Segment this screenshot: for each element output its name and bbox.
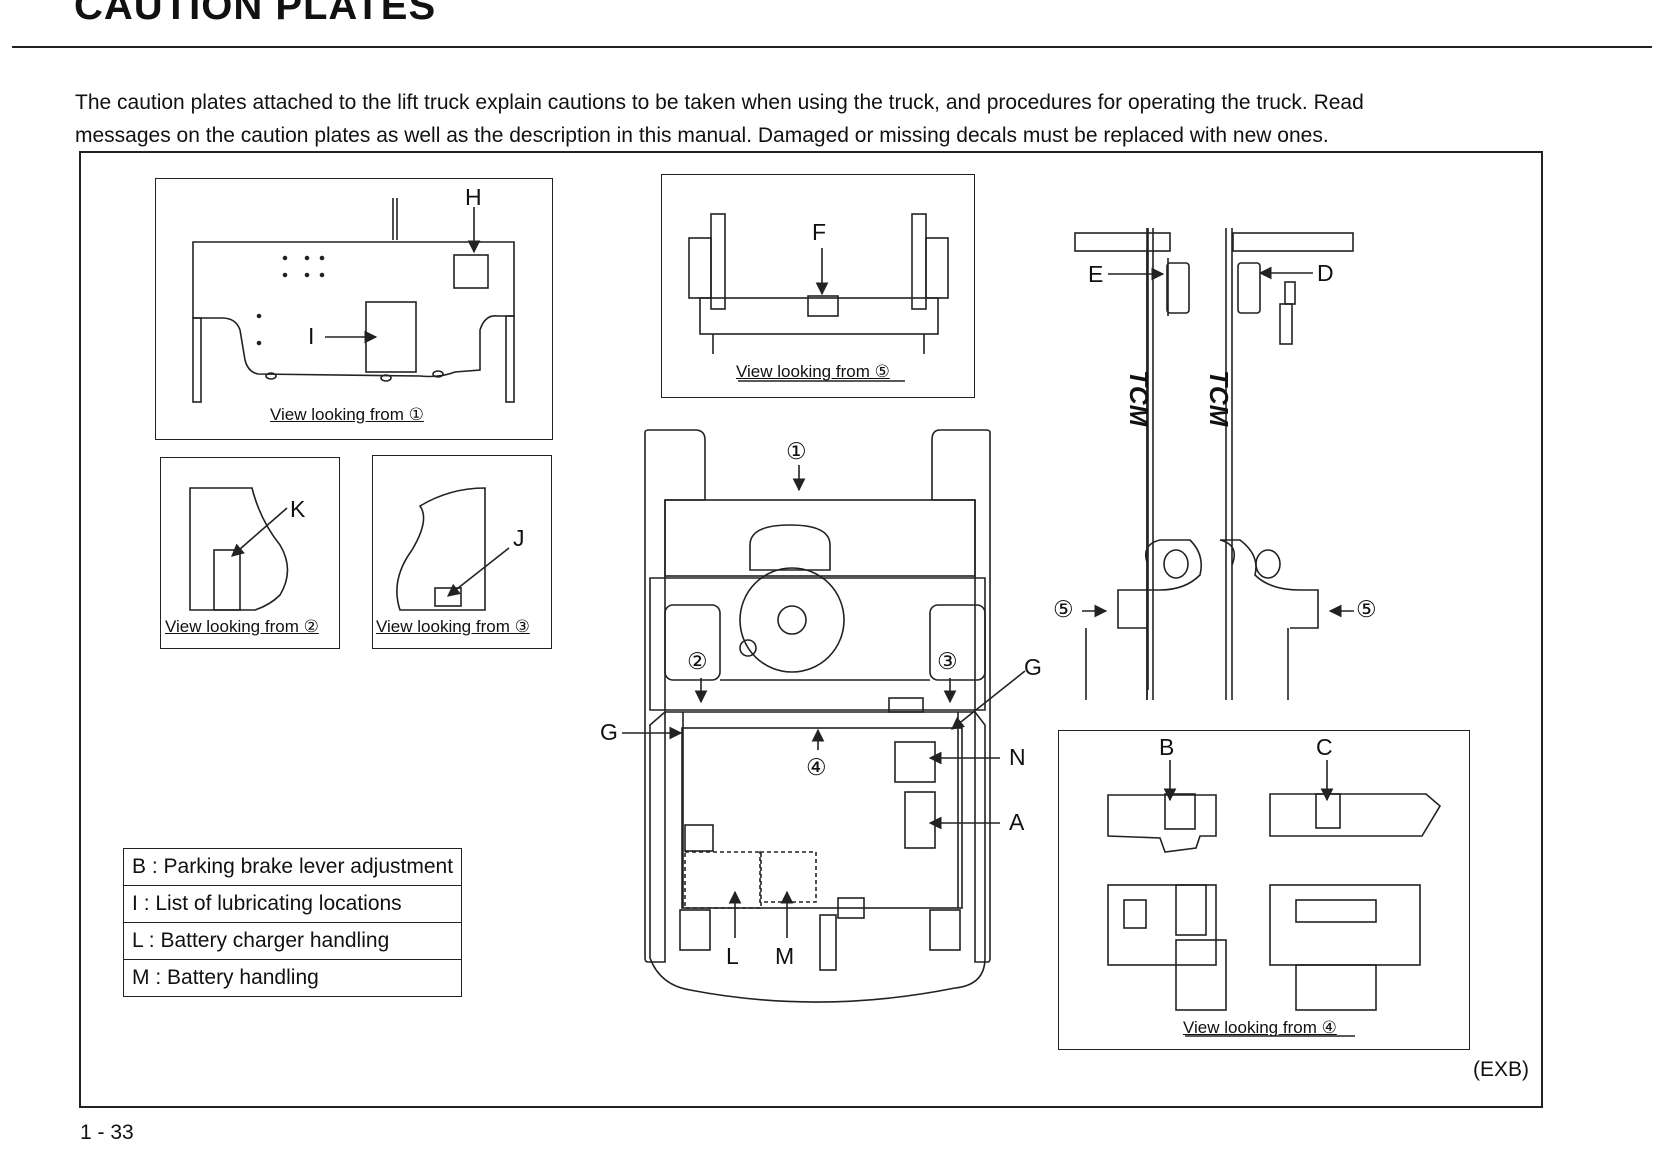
legend-cell: I : List of lubricating locations — [122, 885, 463, 923]
label-circle-1: ① — [786, 438, 807, 464]
panel-view-1 — [155, 178, 553, 440]
legend-sep: : — [143, 892, 150, 915]
page-title: CAUTION PLATES — [74, 0, 437, 28]
legend-text: Battery charger handling — [160, 929, 390, 952]
label-D: D — [1317, 260, 1334, 286]
panel-view-3 — [372, 455, 552, 649]
legend-key: B — [132, 855, 147, 878]
panel-view-4 — [1058, 730, 1470, 1050]
label-G-left: G — [600, 719, 618, 745]
label-E: E — [1088, 261, 1104, 287]
label-A: A — [1009, 809, 1025, 835]
caption-view-1: View looking from ① — [270, 405, 424, 424]
mast-logo-left: TCM — [1124, 370, 1154, 427]
label-circle-4: ④ — [806, 754, 827, 780]
intro-line-1: The caution plates attached to the lift … — [75, 91, 1364, 114]
legend-row: M : Battery handling — [122, 959, 463, 997]
mast-drawing — [1074, 228, 1354, 700]
label-M: M — [775, 943, 795, 969]
caption-view-5: View looking from ⑤ — [736, 362, 890, 381]
label-K: K — [290, 496, 306, 522]
view-2-drawing — [189, 487, 289, 611]
truck-top-view-drawing — [622, 429, 1026, 1003]
label-H: H — [465, 184, 482, 210]
label-B: B — [1159, 734, 1175, 760]
model-code: (EXB) — [1473, 1058, 1530, 1081]
legend-cell: B : Parking brake lever adjustment — [122, 848, 463, 886]
legend-key: M — [132, 966, 150, 989]
label-J: J — [513, 525, 525, 551]
intro-text: The caution plates attached to the lift … — [75, 86, 1575, 152]
view-5-drawing — [688, 213, 949, 382]
caption-view-3: View looking from ③ — [376, 617, 530, 636]
legend-text: List of lubricating locations — [155, 892, 402, 915]
label-circle-3: ③ — [937, 648, 958, 674]
legend-text: Parking brake lever adjustment — [163, 855, 454, 878]
view-1-drawing — [192, 198, 515, 403]
intro-line-2: messages on the caution plates as well a… — [75, 124, 1329, 147]
legend-cell: M : Battery handling — [122, 959, 463, 997]
title-rule — [12, 46, 1652, 48]
legend-key: I — [132, 892, 138, 915]
label-G-right: G — [1024, 654, 1042, 680]
label-circle-5-left: ⑤ — [1053, 596, 1074, 622]
mast-logo-right: TCM — [1204, 370, 1234, 427]
legend-sep: : — [148, 929, 155, 952]
label-L: L — [726, 943, 739, 969]
legend-key: L — [132, 929, 143, 952]
legend-cell: L : Battery charger handling — [122, 922, 463, 960]
legend-table: B : Parking brake lever adjustment I : L… — [122, 848, 463, 997]
page-number: 1 - 33 — [80, 1121, 134, 1144]
legend-sep: : — [151, 855, 158, 878]
legend-row: I : List of lubricating locations — [122, 885, 463, 923]
label-circle-5-right: ⑤ — [1356, 596, 1377, 622]
view-3-drawing — [396, 487, 510, 611]
legend-sep: : — [155, 966, 162, 989]
label-I: I — [308, 323, 315, 349]
label-F: F — [812, 219, 827, 245]
legend-text: Battery handling — [167, 966, 319, 989]
label-circle-2: ② — [687, 648, 708, 674]
legend-row: L : Battery charger handling — [122, 922, 463, 960]
label-C: C — [1316, 734, 1333, 760]
legend-row: B : Parking brake lever adjustment — [122, 848, 463, 886]
caption-view-2: View looking from ② — [165, 617, 319, 636]
label-N: N — [1009, 744, 1026, 770]
view-4-drawing — [1107, 760, 1442, 1037]
caption-view-4: View looking from ④ — [1183, 1018, 1337, 1037]
diagram-frame — [79, 151, 1543, 1108]
